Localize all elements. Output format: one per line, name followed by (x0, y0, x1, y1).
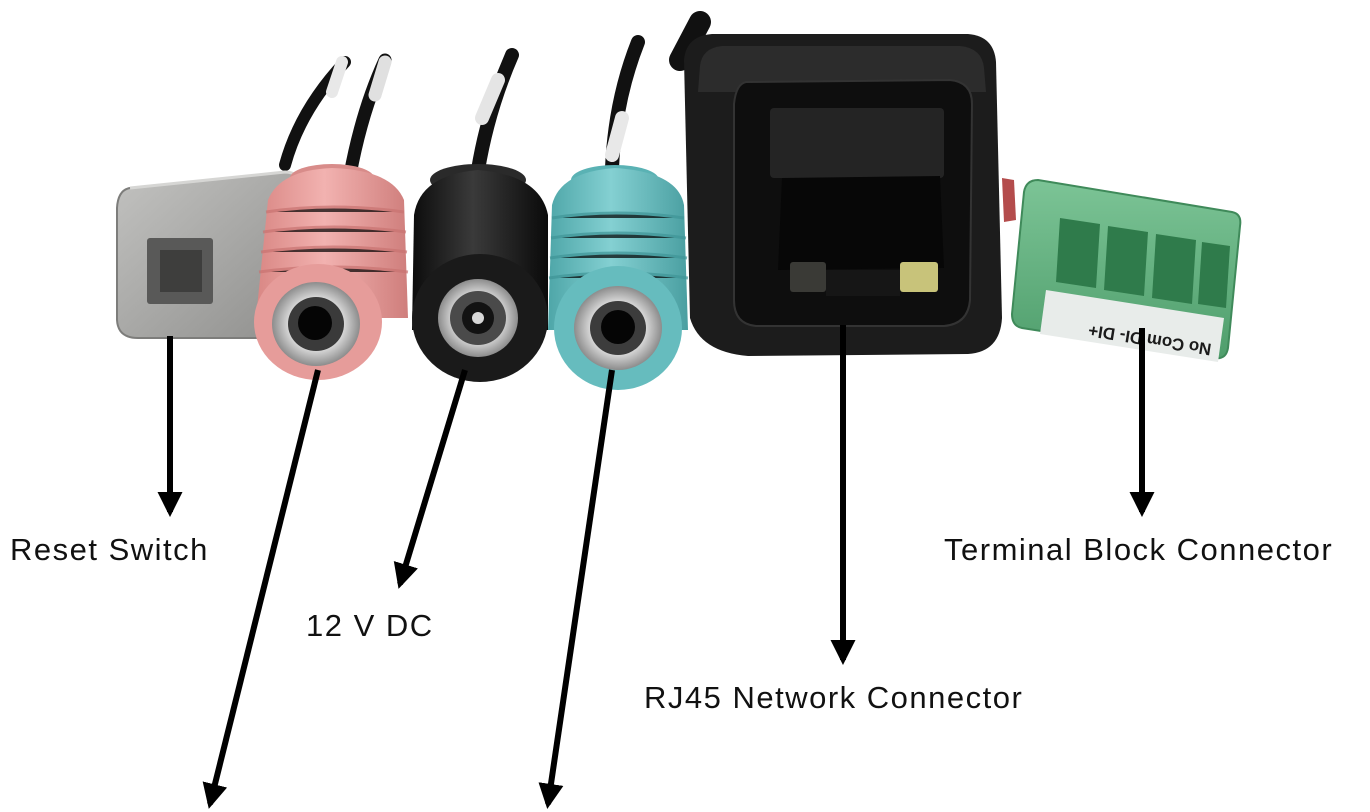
dc-power-label: 12 V DC (306, 608, 434, 643)
arrow-audio-out (538, 369, 615, 809)
arrow-audio-in (202, 369, 321, 809)
terminal-block-body: No Com DI- DI+ (1002, 178, 1242, 362)
callout-arrows (157, 325, 1155, 809)
cables (279, 11, 711, 182)
audio-in-jack-body (254, 164, 409, 380)
arrow-dc-power (393, 369, 468, 589)
terminal-block-label: Terminal Block Connector (944, 532, 1334, 567)
rj45-label: RJ45 Network Connector (644, 680, 1024, 715)
audio-out-jack-body (548, 165, 689, 390)
reset-switch-label: Reset Switch (10, 532, 209, 567)
rj45-housing-body (684, 34, 1002, 356)
dc-power-jack-body (412, 164, 548, 382)
